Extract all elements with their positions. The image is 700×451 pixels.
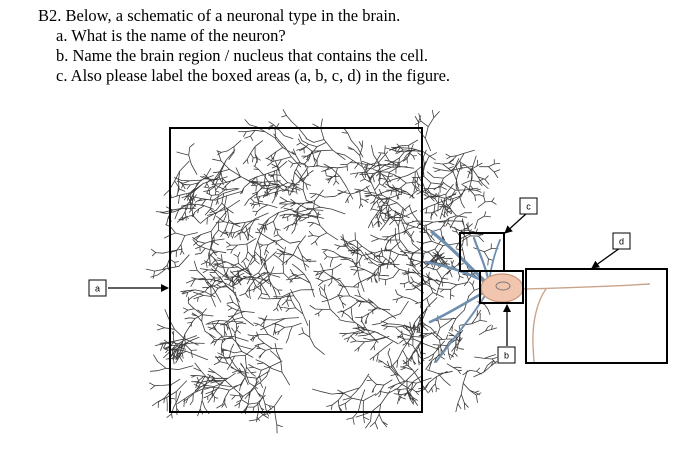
dendrite-branches [146, 109, 501, 434]
label-d: d [612, 232, 631, 250]
question-item-c: c. Also please label the boxed areas (a,… [56, 66, 451, 85]
arrow-d [591, 247, 621, 269]
label-a: a [88, 279, 107, 297]
label-b: b [497, 346, 516, 364]
dendritic-arbor [146, 109, 501, 434]
svg-text:a: a [95, 284, 100, 294]
box-b [479, 270, 524, 304]
question-item-a: a. What is the name of the neuron? [56, 26, 286, 45]
svg-text:c: c [526, 202, 531, 212]
box-a [169, 127, 423, 413]
arrow-c [504, 212, 528, 234]
soma [480, 273, 524, 303]
svg-text:b: b [504, 351, 509, 361]
question-item-b: b. Name the brain region / nucleus that … [56, 46, 429, 65]
soma-nucleus [495, 281, 511, 291]
question-title: B2. Below, a schematic of a neuronal typ… [38, 6, 401, 25]
label-c: c [519, 197, 538, 215]
axon [523, 283, 651, 363]
question-text: B2. Below, a schematic of a neuronal typ… [38, 6, 450, 86]
box-d [525, 268, 668, 364]
svg-text:d: d [619, 237, 624, 247]
